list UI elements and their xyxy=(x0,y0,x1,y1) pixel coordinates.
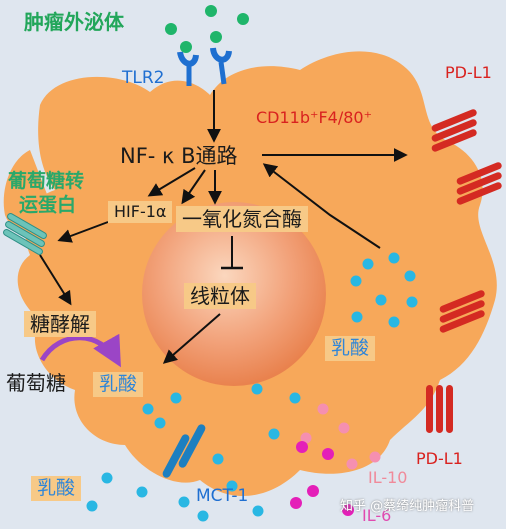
label-lactate-bottom: 乳酸 xyxy=(31,476,82,501)
exosome-dot xyxy=(165,23,177,35)
label-il10: IL-10 xyxy=(368,468,408,487)
exosome-dot xyxy=(210,31,222,43)
tlr2-receptor-right xyxy=(210,47,232,63)
arrow-glucose-to-lactate xyxy=(39,333,121,368)
arrow-nfkb-to-glut xyxy=(147,167,196,197)
label-tlr2: TLR2 xyxy=(122,68,165,88)
label-cd11b: CD11b⁺F4/80⁺ xyxy=(256,108,373,127)
label-glucose-transporter-line1: 葡萄糖转 xyxy=(8,170,85,192)
label-mct1: MCT-1 xyxy=(196,486,249,506)
mct1-transporter xyxy=(162,424,206,478)
arrow-glut-to-glycolysis xyxy=(39,254,72,306)
label-mitochondria: 线粒体 xyxy=(184,283,256,309)
arrow-mito-to-lactate xyxy=(162,313,221,364)
arrow-nfkb-to-hif xyxy=(181,169,206,205)
pdl1-cluster-top xyxy=(431,109,502,333)
arrow-hif-to-glut xyxy=(57,221,109,243)
label-pdl1-bottom: PD-L1 xyxy=(416,449,463,468)
label-pdl1-top: PD-L1 xyxy=(445,63,492,82)
tlr2-stem-right xyxy=(218,61,227,85)
label-tumor-exosome: 肿瘤外泌体 xyxy=(24,10,124,34)
il10-dots xyxy=(300,403,381,470)
lactate-dots xyxy=(86,252,418,522)
il6-dots xyxy=(290,441,354,516)
cell-pseudopod xyxy=(3,150,55,232)
watermark: 知乎 @蔡绮纯肿瘤科普 xyxy=(340,499,475,514)
label-nfkb: NF- κ B通路 xyxy=(120,144,238,168)
label-nos: 一氧化氮合酶 xyxy=(176,206,308,232)
pdl1-cluster-bottom xyxy=(426,385,453,433)
glucose-transporter xyxy=(3,213,47,255)
arrow-lactate-to-nfkb xyxy=(262,163,381,249)
exosome-dot xyxy=(237,13,249,25)
tlr2-receptor-left xyxy=(177,51,199,67)
label-lactate-right: 乳酸 xyxy=(325,336,376,361)
exosome-dot xyxy=(180,41,192,53)
label-hif1a: HIF-1α xyxy=(108,201,173,223)
label-glucose-transporter-line2: 运蛋白 xyxy=(19,194,77,216)
label-glycolysis: 糖酵解 xyxy=(24,311,96,337)
exosome-dot xyxy=(205,5,217,17)
label-il6: IL-6 xyxy=(362,506,392,525)
label-glucose: 葡萄糖 xyxy=(6,371,66,395)
label-lactate-mid: 乳酸 xyxy=(93,372,144,397)
